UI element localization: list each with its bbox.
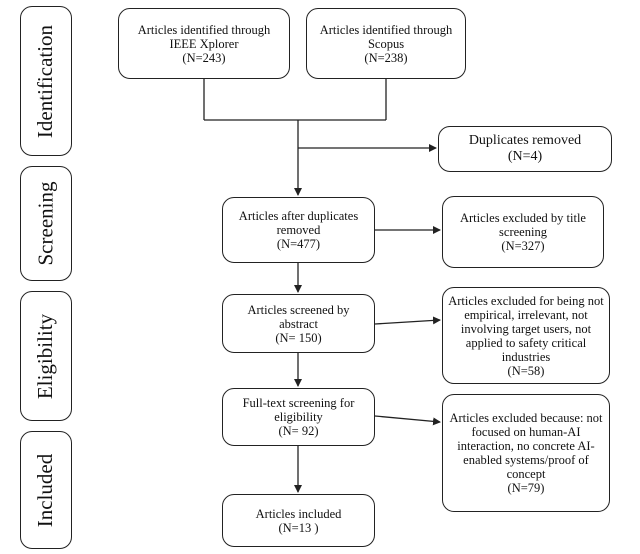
box-scopus-text: Articles identified through Scopus	[319, 22, 453, 51]
stage-label-included: Included	[33, 453, 58, 527]
box-excluded-abstract-text: Articles excluded for being not empirica…	[448, 293, 604, 364]
box-duplicates-text: Duplicates removed	[468, 133, 582, 148]
stage-identification: Identification	[20, 6, 72, 156]
box-abstract-count: (N= 150)	[275, 330, 322, 345]
box-excluded-title-text: Articles excluded by title screening	[459, 211, 586, 239]
box-excluded-fulltext-count: (N=79)	[507, 481, 545, 495]
box-ieee-count: (N=243)	[182, 50, 226, 65]
box-duplicates-count: (N=4)	[507, 149, 543, 164]
box-ieee-xplorer: Articles identified through IEEE Xplorer…	[118, 8, 290, 79]
stage-label-screening: Screening	[33, 181, 58, 266]
box-fulltext-count: (N= 92)	[278, 424, 319, 438]
box-after-dup-count: (N=477)	[276, 237, 321, 251]
box-duplicates-removed: Duplicates removed (N=4)	[438, 126, 612, 172]
box-screened-abstract: Articles screened by abstract (N= 150)	[222, 294, 375, 353]
box-abstract-text: Articles screened by abstract	[247, 302, 350, 331]
box-articles-included: Articles included (N=13 )	[222, 494, 375, 547]
box-after-duplicates: Articles after duplicates removed (N=477…	[222, 197, 375, 263]
arrow-to-excluded-fulltext	[374, 415, 441, 426]
box-excluded-title: Articles excluded by title screening (N=…	[442, 196, 604, 268]
box-ieee-text: Articles identified through IEEE Xplorer	[137, 22, 271, 51]
box-excluded-fulltext-text: Articles excluded because: not focused o…	[449, 411, 603, 481]
stage-screening: Screening	[20, 166, 72, 281]
stage-label-identification: Identification	[33, 24, 58, 138]
box-excluded-fulltext: Articles excluded because: not focused o…	[442, 394, 610, 512]
box-included-text: Articles included	[255, 506, 342, 521]
box-scopus: Articles identified through Scopus (N=23…	[306, 8, 466, 79]
box-excluded-abstract: Articles excluded for being not empirica…	[442, 287, 610, 384]
box-excluded-title-count: (N=327)	[501, 239, 545, 253]
arrow-to-excluded-abstract	[374, 316, 441, 325]
box-fulltext-screening: Full-text screening for eligibility (N= …	[222, 388, 375, 446]
stage-included: Included	[20, 431, 72, 549]
box-fulltext-text: Full-text screening for eligibility	[242, 396, 355, 424]
box-scopus-count: (N=238)	[364, 50, 408, 65]
box-after-dup-text: Articles after duplicates removed	[238, 209, 359, 237]
stage-label-eligibility: Eligibility	[33, 313, 58, 399]
box-excluded-abstract-count: (N=58)	[507, 363, 545, 378]
stage-eligibility: Eligibility	[20, 291, 72, 421]
box-included-count: (N=13 )	[278, 520, 319, 535]
